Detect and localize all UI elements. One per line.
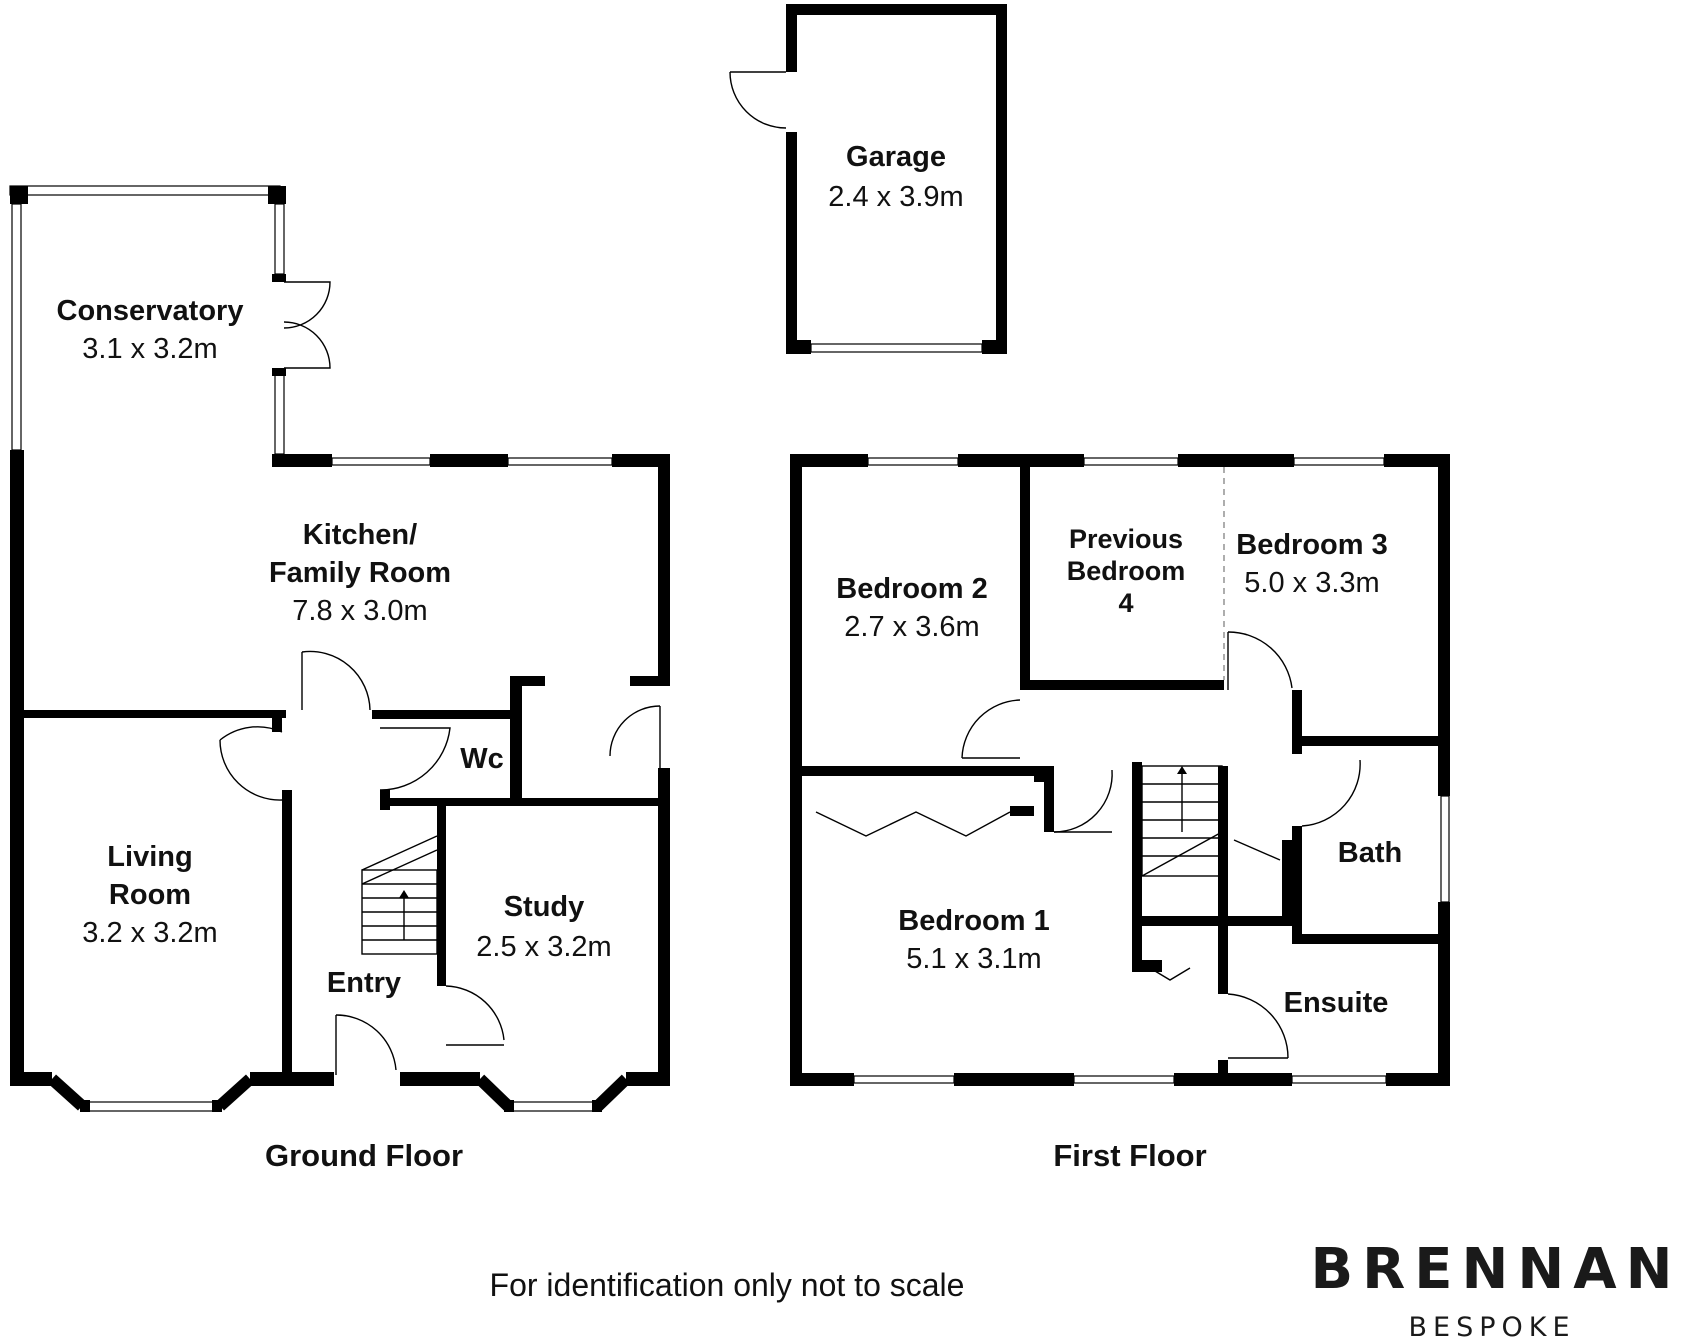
garage-plan (729, 4, 1007, 354)
room-labels: Garage 2.4 x 3.9m Conservatory 3.1 x 3.2… (57, 141, 1403, 1019)
entry-name: Entry (327, 967, 401, 999)
prev-bedroom4-line2: Bedroom (1067, 556, 1186, 586)
living-size: 3.2 x 3.2m (82, 917, 217, 949)
bedroom3-name: Bedroom 3 (1236, 529, 1387, 561)
bedroom3-size: 5.0 x 3.3m (1244, 567, 1379, 599)
floor-labels: Ground Floor First Floor (265, 1138, 1207, 1173)
disclaimer-text: For identification only not to scale (490, 1267, 965, 1303)
garage-name: Garage (846, 141, 946, 173)
prev-bedroom4-line3: 4 (1118, 588, 1133, 618)
living-name-2: Room (109, 879, 191, 911)
wc-name: Wc (460, 743, 504, 775)
ensuite-name: Ensuite (1284, 987, 1389, 1019)
brand-sub: BESPOKE (1408, 1312, 1575, 1343)
conservatory-name: Conservatory (57, 295, 244, 327)
kitchen-size: 7.8 x 3.0m (292, 595, 427, 627)
bedroom1-size: 5.1 x 3.1m (906, 943, 1041, 975)
brand-logo: BRENNAN BESPOKE (1311, 1237, 1682, 1343)
study-size: 2.5 x 3.2m (476, 931, 611, 963)
ground-floor-label: Ground Floor (265, 1138, 463, 1173)
kitchen-name-1: Kitchen/ (303, 519, 417, 551)
bedroom2-name: Bedroom 2 (836, 573, 987, 605)
bedroom1-name: Bedroom 1 (898, 905, 1049, 937)
brand-name: BRENNAN (1311, 1237, 1682, 1302)
bedroom2-size: 2.7 x 3.6m (844, 611, 979, 643)
first-floor-label: First Floor (1053, 1138, 1206, 1173)
bath-name: Bath (1338, 837, 1402, 869)
prev-bedroom4-line1: Previous (1069, 524, 1183, 554)
ground-floor-plan (9, 185, 670, 1112)
living-name-1: Living (107, 841, 192, 873)
kitchen-name-2: Family Room (269, 557, 451, 589)
study-name: Study (504, 891, 585, 923)
garage-size: 2.4 x 3.9m (828, 181, 963, 213)
conservatory-size: 3.1 x 3.2m (82, 333, 217, 365)
first-floor-plan (790, 454, 1450, 1086)
